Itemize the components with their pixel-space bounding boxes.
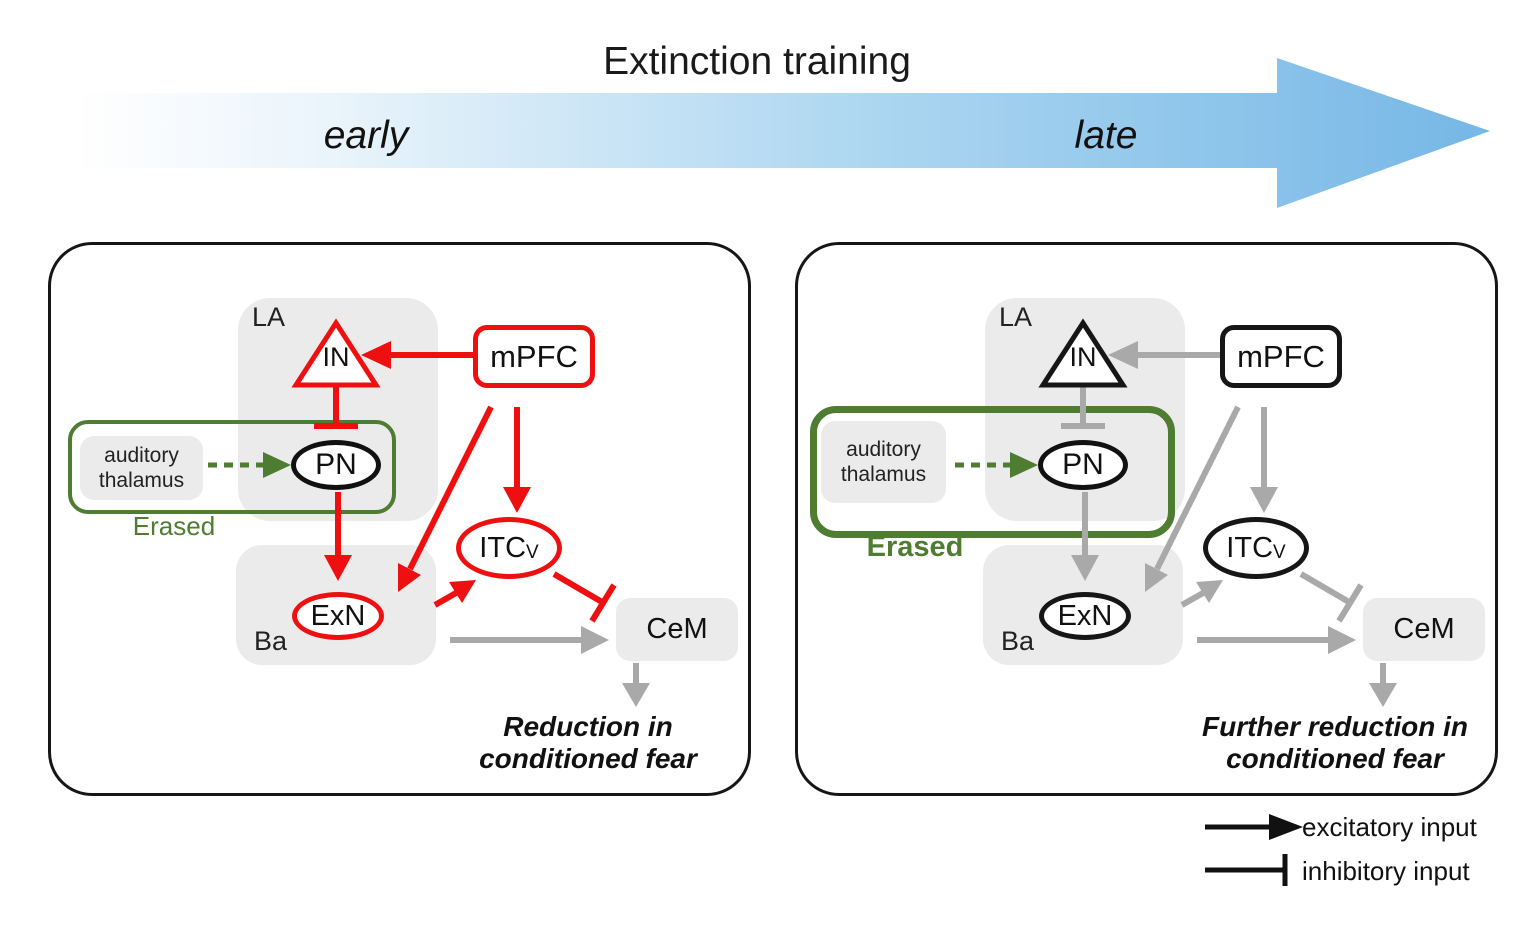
ba-label: Ba (254, 626, 288, 656)
erased-pathway-box (68, 420, 396, 514)
mpfc-to-in-arrow (361, 341, 473, 369)
mpfc-to-itcv-arrow (1250, 407, 1278, 513)
cem-node: CeM (1363, 598, 1485, 661)
late-connectors (955, 318, 1397, 707)
in-to-pn-inhibitory (314, 386, 358, 429)
early-label: early (323, 114, 409, 157)
auditory-thalamus-node: auditory thalamus (80, 436, 203, 500)
auditory-thalamus-node: auditory thalamus (821, 421, 946, 503)
erased-label: Erased (866, 531, 964, 563)
thalamus-to-pn-dashed-arrow (208, 452, 291, 478)
erased-label: Erased (132, 511, 216, 541)
pn-node: PN (291, 440, 381, 490)
excitatory-legend-label: excitatory input (1302, 812, 1477, 842)
late-label: late (1074, 114, 1138, 157)
cem-output-arrow (1369, 663, 1397, 707)
cem-node: CeM (616, 598, 738, 661)
itcv-to-cem-inhibitory (1299, 571, 1364, 623)
mpfc-to-itcv-arrow (503, 407, 531, 513)
in-neuron-triangle (291, 318, 381, 388)
in-label: IN (322, 342, 350, 372)
ba-to-cem-arrow (450, 626, 609, 654)
in-neuron-triangle (1038, 318, 1128, 388)
exn-node: ExN (292, 592, 384, 640)
la-label: LA (999, 302, 1033, 332)
extinction-timeline-arrow (75, 58, 1490, 208)
mpfc-to-exn-arrow (1145, 405, 1241, 592)
inhibitory-bar-icon (1205, 854, 1288, 886)
mpfc-node: mPFC (473, 325, 595, 388)
early-connectors (208, 318, 650, 707)
pn-to-exn-arrow (1071, 492, 1099, 581)
mpfc-to-exn-arrow (398, 405, 494, 592)
exn-node: ExN (1039, 592, 1131, 640)
inhibitory-legend-label: inhibitory input (1302, 856, 1470, 886)
exn-to-itcv-arrow (1180, 580, 1223, 608)
late-outcome-caption: Further reduction in conditioned fear (1202, 711, 1468, 775)
la-label: LA (252, 302, 286, 332)
timeline-arrow-shape (75, 58, 1490, 208)
in-to-pn-inhibitory (1061, 386, 1105, 429)
pn-to-exn-arrow (324, 492, 352, 581)
banner-title: Extinction training (603, 40, 911, 83)
thalamus-to-pn-dashed-arrow (955, 452, 1038, 478)
exn-to-itcv-arrow (433, 580, 476, 608)
early-outcome-caption: Reduction in conditioned fear (479, 711, 697, 775)
itcv-to-cem-inhibitory (552, 571, 617, 623)
erased-pathway-box (810, 406, 1175, 538)
mpfc-node: mPFC (1220, 325, 1342, 388)
cem-output-arrow (622, 663, 650, 707)
excitatory-arrow-icon (1205, 814, 1303, 840)
pn-node: PN (1038, 440, 1128, 490)
mpfc-to-in-arrow (1108, 341, 1220, 369)
ba-label: Ba (1001, 626, 1035, 656)
in-label: IN (1069, 342, 1097, 372)
ba-to-cem-arrow (1197, 626, 1356, 654)
